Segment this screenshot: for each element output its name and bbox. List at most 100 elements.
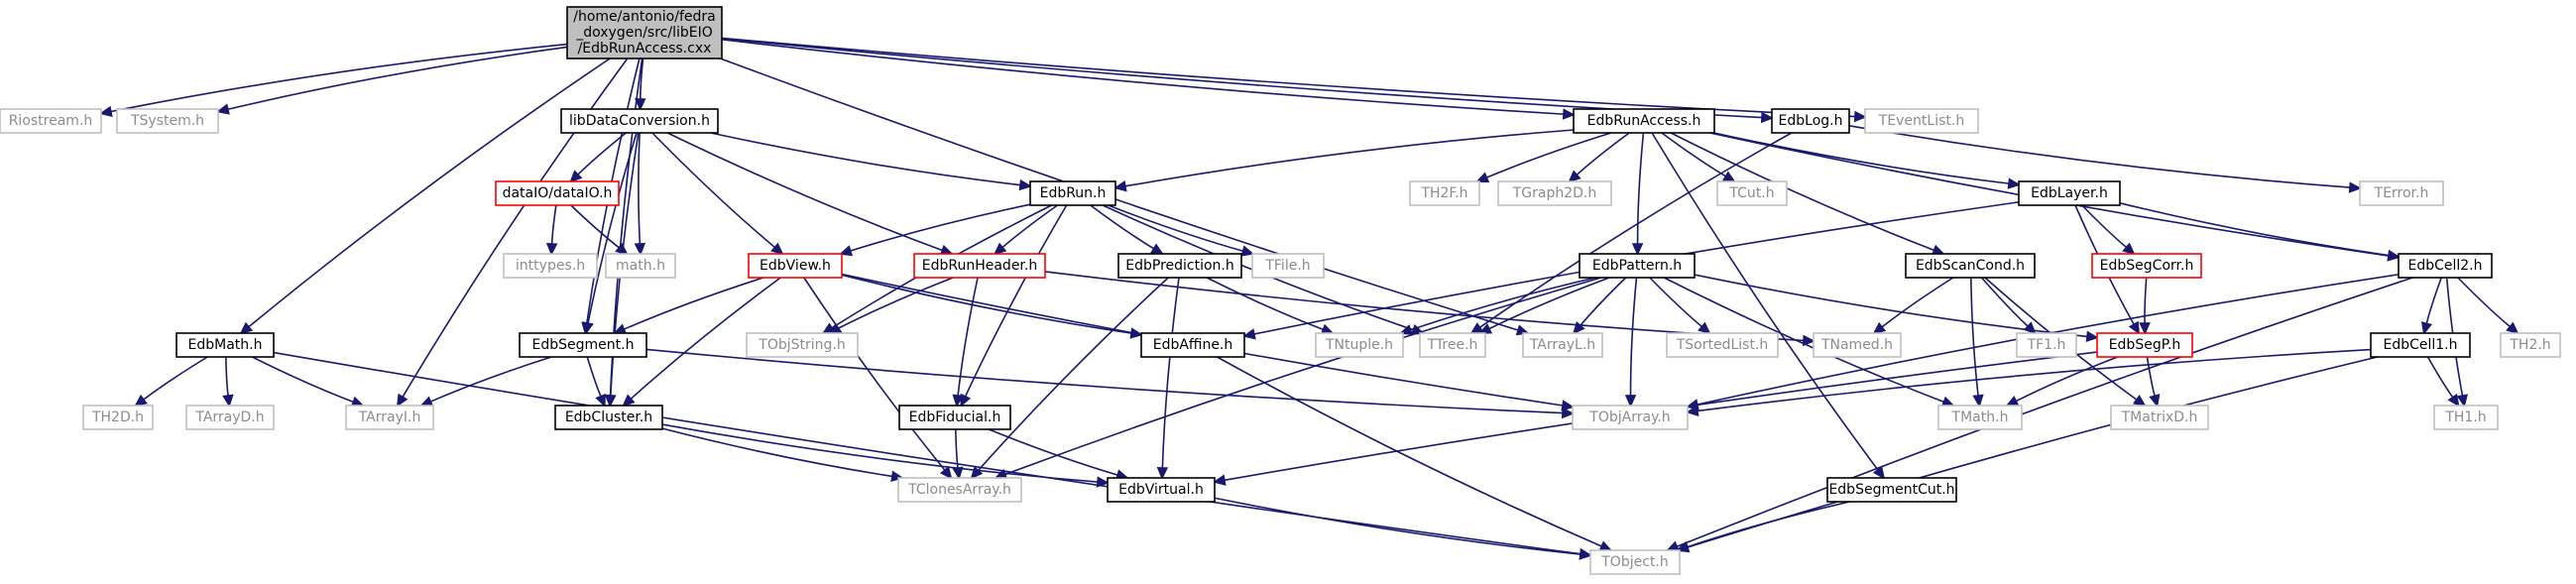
node-box: [605, 253, 676, 279]
node-box: [898, 405, 1011, 430]
node-box: [2398, 253, 2493, 279]
dependency-edge-root-to-tsystem: [216, 46, 568, 115]
dependency-edge-edbpattern-to-tsortedlist: [1649, 277, 1711, 335]
node-label: TObject.h: [1600, 554, 1668, 570]
node-box: [503, 253, 598, 279]
dependency-edge-libdataconv-to-mathh: [634, 132, 646, 256]
node-label: math.h: [616, 258, 665, 274]
node-edblog[interactable]: EdbLog.h: [1771, 108, 1850, 134]
node-box: [495, 180, 620, 206]
node-label: EdbMath.h: [188, 337, 263, 353]
node-ttree: TTree.h: [1419, 332, 1486, 358]
dependency-edge-edbvirtual-to-tobject: [1214, 497, 1592, 560]
node-box: [1666, 332, 1779, 358]
node-box: [2018, 180, 2121, 206]
node-edbprediction[interactable]: EdbPrediction.h: [1117, 253, 1242, 279]
node-box: [1140, 332, 1245, 358]
node-label: TNtuple.h: [1325, 337, 1393, 353]
node-box: [82, 405, 154, 430]
node-box: [560, 108, 719, 134]
node-edbsegment[interactable]: EdbSegment.h: [519, 332, 647, 358]
node-edbsegmentcut[interactable]: EdbSegmentCut.h: [1826, 477, 1957, 503]
node-box: [2110, 405, 2209, 430]
node-tarrayi: TArrayI.h: [345, 405, 434, 430]
node-tf1: TF1.h: [2016, 332, 2077, 358]
node-label: EdbView.h: [760, 258, 831, 274]
node-label: /home/antonio/fedra: [573, 9, 715, 25]
node-edbcell1[interactable]: EdbCell1.h: [2370, 332, 2471, 358]
node-label: TNamed.h: [1820, 337, 1893, 353]
dependency-edge-edbmath-to-th2d: [134, 356, 208, 408]
node-edbvirtual[interactable]: EdbVirtual.h: [1107, 477, 1216, 503]
dependency-edge-edbpattern-to-edbsegp: [1694, 274, 2099, 343]
node-label: TFile.h: [1264, 258, 1310, 274]
node-label: TArrayD.h: [194, 409, 264, 425]
node-label: _doxygen/src/libEIO: [575, 25, 713, 41]
node-tntuple: TNtuple.h: [1315, 332, 1404, 358]
node-libdataconv[interactable]: libDataConversion.h: [560, 108, 719, 134]
node-label: EdbSegCorr.h: [2100, 258, 2194, 274]
node-box: [1029, 180, 1116, 206]
node-label: TF1.h: [2027, 337, 2066, 353]
node-terror: TError.h: [2359, 180, 2444, 206]
dependency-edge-edbrun-to-edbfiducial: [960, 204, 1068, 408]
dependency-edge-edbpattern-to-tntuple: [1399, 277, 1596, 335]
node-label: libDataConversion.h: [569, 113, 710, 129]
node-edbpattern[interactable]: EdbPattern.h: [1579, 253, 1696, 279]
dependency-edge-edbmath-to-tarrayd: [222, 356, 234, 408]
node-edblayer[interactable]: EdbLayer.h: [2018, 180, 2121, 206]
dependency-edge-libdataconv-to-edbsegment: [582, 132, 638, 335]
node-edbrunheader[interactable]: EdbRunHeader.h: [913, 253, 1046, 279]
node-box: [0, 108, 102, 134]
node-box: [1315, 332, 1404, 358]
node-box: [748, 253, 843, 279]
node-box: [1117, 253, 1242, 279]
node-edbaffine[interactable]: EdbAffine.h: [1140, 332, 1245, 358]
node-tmatrixd: TMatrixD.h: [2110, 405, 2209, 430]
dependency-edge-edbrunaccess-to-tgraph2d: [1568, 132, 1630, 183]
node-label: EdbSegmentCut.h: [1828, 482, 1954, 498]
node-root[interactable]: /home/antonio/fedra_doxygen/src/libEIO/E…: [566, 6, 723, 59]
node-edbmath[interactable]: EdbMath.h: [176, 332, 275, 358]
node-tmath: TMath.h: [1937, 405, 2023, 430]
dependency-edge-edbrunaccess-to-edbrun: [1113, 129, 1575, 192]
node-edbfiducial[interactable]: EdbFiducial.h: [898, 405, 1011, 430]
node-label: TMath.h: [1951, 409, 2009, 425]
node-box: [1579, 253, 1696, 279]
node-edbview[interactable]: EdbView.h: [748, 253, 843, 279]
dependency-edge-edbpattern-to-tarrayl: [1572, 277, 1627, 335]
node-edbrunaccess[interactable]: EdbRunAccess.h: [1573, 108, 1715, 134]
dependency-edge-edbaffine-to-tobject: [1217, 356, 1613, 551]
dependency-edge-edbcell1-to-tobjarray: [1686, 348, 2372, 417]
dependency-edge-edbprediction-to-tntuple: [1206, 277, 1335, 335]
node-edbcell2[interactable]: EdbCell2.h: [2398, 253, 2493, 279]
node-box: [2096, 332, 2193, 358]
node-edbcluster[interactable]: EdbCluster.h: [554, 405, 663, 430]
node-label: EdbRunHeader.h: [922, 258, 1037, 274]
node-edbscancond[interactable]: EdbScanCond.h: [1905, 253, 2036, 279]
node-label: TEventList.h: [1878, 113, 1964, 129]
dependency-edge-dataio-to-mathh: [570, 204, 629, 256]
node-label: TH2F.h: [1420, 185, 1467, 201]
node-edbrun[interactable]: EdbRun.h: [1029, 180, 1116, 206]
node-edbsegp[interactable]: EdbSegP.h: [2096, 332, 2193, 358]
node-box: [897, 477, 1022, 503]
dependency-edge-libdataconv-to-dataio: [569, 132, 627, 183]
dependency-edge-libdataconv-to-edbrunheader: [666, 132, 954, 256]
dependency-edge-edbrun-to-edbrunheader: [993, 204, 1059, 256]
dependency-edge-edbcell1-to-th1: [2426, 356, 2460, 408]
node-label: TSystem.h: [130, 113, 204, 129]
node-edbsegcorr[interactable]: EdbSegCorr.h: [2091, 253, 2202, 279]
dependency-edge-edbscancond-to-tnamed: [1872, 277, 1954, 335]
node-box: [1419, 332, 1486, 358]
node-box: [1716, 180, 1788, 206]
dependency-edge-edbrunaccess-to-th2f: [1475, 132, 1612, 183]
node-label: EdbLog.h: [1779, 113, 1843, 129]
node-box: [1409, 180, 1480, 206]
node-tcut: TCut.h: [1716, 180, 1788, 206]
node-dataio[interactable]: dataIO/dataIO.h: [495, 180, 620, 206]
node-box: [1107, 477, 1216, 503]
node-label: EdbScanCond.h: [1916, 258, 2025, 274]
node-teventlist: TEventList.h: [1864, 108, 1979, 134]
